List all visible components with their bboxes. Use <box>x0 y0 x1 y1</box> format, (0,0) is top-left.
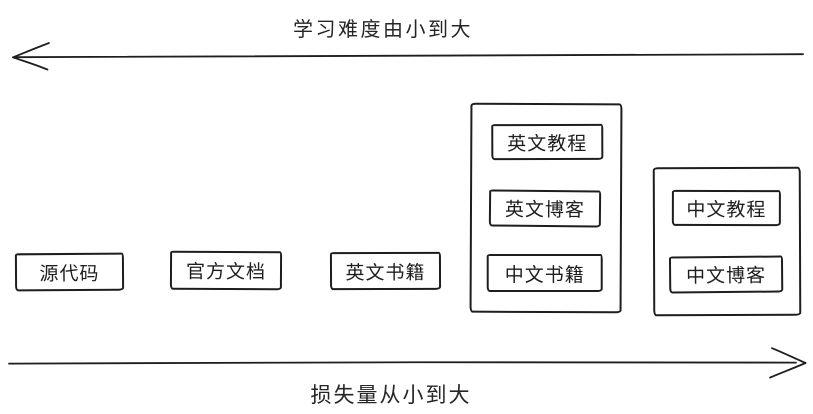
group-box-right: 中文教程 中文博客 <box>652 166 802 317</box>
box-chinese-books: 中文书籍 <box>486 253 603 292</box>
box-official-docs: 官方文档 <box>169 250 283 291</box>
box-chinese-tutorials: 中文教程 <box>671 189 781 227</box>
box-english-blogs: 英文博客 <box>488 189 602 228</box>
box-english-tutorials: 英文教程 <box>491 123 604 161</box>
difficulty-arrow-left <box>12 42 804 71</box>
box-english-books: 英文书籍 <box>329 251 442 291</box>
loss-axis-label: 损失量从小到大 <box>310 384 472 407</box>
box-chinese-blogs: 中文博客 <box>668 255 784 294</box>
loss-arrow-right <box>8 347 807 379</box>
group-box-middle: 英文教程 英文博客 中文书籍 <box>469 102 623 314</box>
difficulty-axis-label: 学习难度由小到大 <box>293 19 473 41</box>
box-source-code: 源代码 <box>14 252 125 292</box>
